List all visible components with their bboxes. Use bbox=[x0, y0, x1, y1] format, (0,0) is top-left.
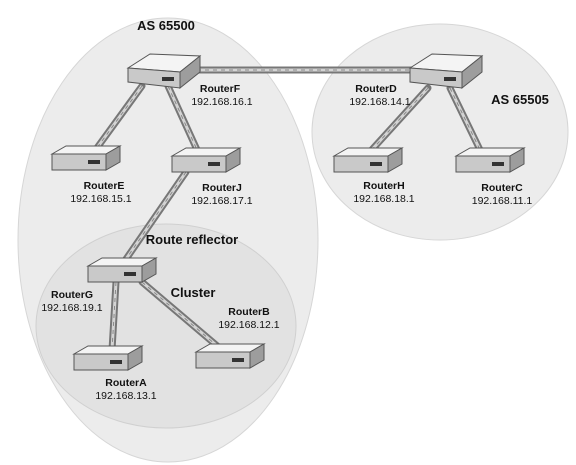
router-name: RouterB bbox=[228, 306, 270, 318]
cluster-label: Cluster bbox=[171, 285, 216, 300]
router-label-routerE: RouterE 192.168.15.1 bbox=[70, 180, 131, 205]
router-name: RouterE bbox=[84, 180, 125, 192]
router-icon-routerH bbox=[332, 147, 404, 173]
link-routerG-routerB bbox=[138, 278, 226, 354]
router-ip: 192.168.12.1 bbox=[218, 319, 279, 331]
router-ip: 192.168.17.1 bbox=[191, 195, 252, 207]
links bbox=[90, 66, 486, 354]
router-label-routerG: RouterG 192.168.19.1 bbox=[41, 289, 102, 314]
link-routerG-routerA bbox=[108, 278, 120, 354]
router-ip: 192.168.11.1 bbox=[472, 195, 533, 207]
router-icon-routerD bbox=[408, 53, 484, 90]
router-icon-routerA bbox=[72, 345, 144, 371]
router-ip: 192.168.15.1 bbox=[70, 193, 131, 205]
router-icon-routerE bbox=[50, 145, 122, 171]
router-icon-routerG bbox=[86, 257, 158, 283]
link-routerD-routerH bbox=[364, 84, 432, 158]
route-reflector-label: Route reflector bbox=[146, 232, 238, 247]
router-name: RouterF bbox=[200, 83, 241, 95]
router-ip: 192.168.14.1 bbox=[349, 96, 410, 108]
router-label-routerH: RouterH 192.168.18.1 bbox=[353, 180, 414, 205]
router-name: RouterC bbox=[481, 182, 523, 194]
router-name: RouterH bbox=[363, 180, 404, 192]
router-name: RouterD bbox=[355, 83, 397, 95]
router-label-routerC: RouterC 192.168.11.1 bbox=[472, 182, 533, 207]
router-icon-routerB bbox=[194, 343, 266, 369]
router-name: RouterJ bbox=[202, 182, 242, 194]
router-label-routerA: RouterA 192.168.13.1 bbox=[95, 377, 156, 402]
router-label-routerB: RouterB 192.168.12.1 bbox=[218, 306, 279, 331]
region-as65505 bbox=[311, 23, 569, 241]
link-routerF-routerE bbox=[90, 82, 146, 156]
router-icon-routerJ bbox=[170, 147, 242, 173]
router-ip: 192.168.16.1 bbox=[191, 96, 252, 108]
region-label-as65500: AS 65500 bbox=[137, 18, 195, 33]
region-label-as65505: AS 65505 bbox=[491, 92, 549, 107]
router-ip: 192.168.19.1 bbox=[41, 302, 102, 314]
router-label-routerD: RouterD 192.168.14.1 bbox=[349, 83, 410, 108]
router-icon-routerF bbox=[126, 53, 202, 90]
router-label-routerF: RouterF 192.168.16.1 bbox=[191, 83, 252, 108]
link-routerD-routerC bbox=[446, 84, 486, 158]
router-ip: 192.168.13.1 bbox=[95, 390, 156, 402]
router-ip: 192.168.18.1 bbox=[353, 193, 414, 205]
link-routerJ-routerG bbox=[120, 168, 190, 266]
router-name: RouterG bbox=[51, 289, 93, 301]
router-icon-routerC bbox=[454, 147, 526, 173]
router-label-routerJ: RouterJ 192.168.17.1 bbox=[191, 182, 252, 207]
link-routerF-routerJ bbox=[164, 82, 202, 156]
router-name: RouterA bbox=[105, 377, 147, 389]
